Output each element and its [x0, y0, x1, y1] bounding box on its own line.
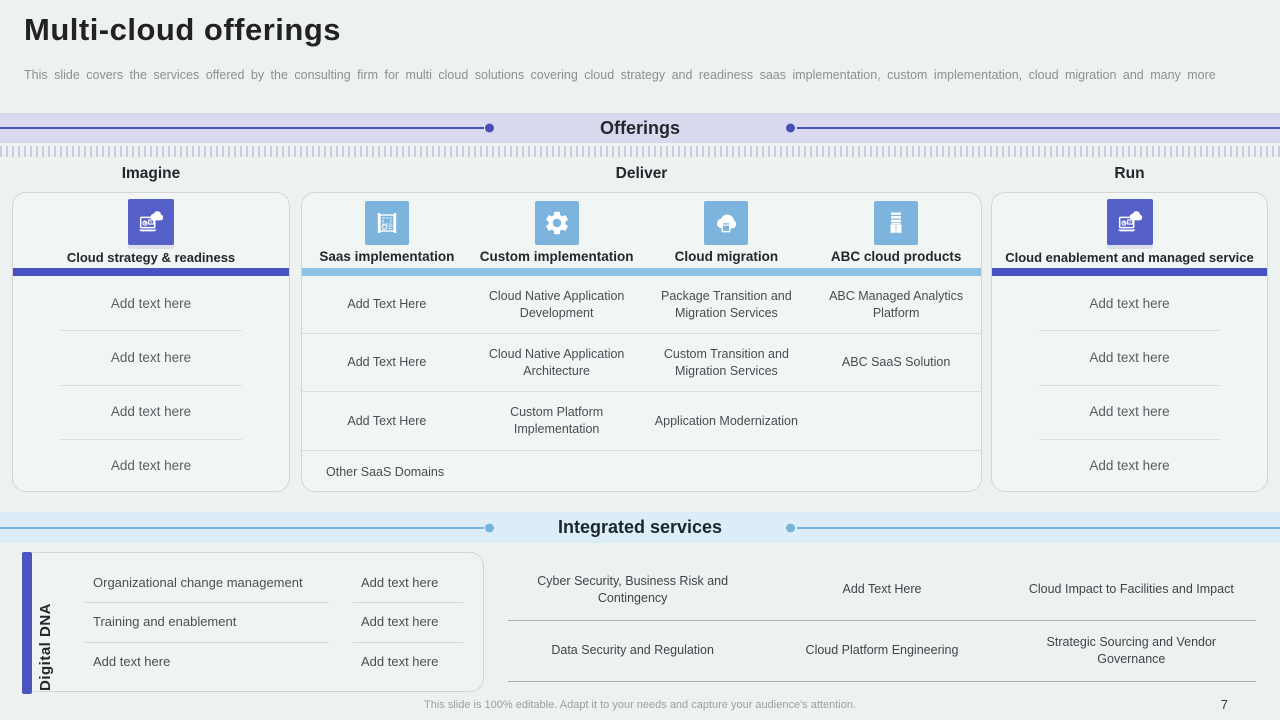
table-cell[interactable]: Package Transition and Migration Service…: [661, 288, 792, 320]
table-row: Data Security and Regulation Cloud Platf…: [508, 621, 1256, 682]
dna-item[interactable]: Organizational change management: [93, 575, 303, 591]
service-column-migration: Cloud migration: [642, 193, 812, 268]
deliver-card: Saas implementation Custom implementatio…: [301, 192, 982, 492]
band-dot: [485, 523, 494, 532]
table-footer-row[interactable]: Other SaaS Domains: [302, 449, 981, 491]
run-card-title: Cloud enablement and managed service: [1005, 250, 1254, 265]
service-column-saas: Saas implementation: [302, 193, 472, 268]
dna-item[interactable]: Training and enablement: [81, 602, 333, 641]
table-cell[interactable]: Cloud Platform Engineering: [805, 643, 959, 658]
band-line: [0, 526, 484, 529]
column-header-run: Run: [1114, 165, 1145, 182]
imagine-row[interactable]: Add text here: [13, 384, 289, 439]
band-dot: [786, 123, 795, 133]
offerings-band-label: Offerings: [599, 117, 680, 138]
table-cell[interactable]: Add Text Here: [842, 582, 922, 597]
table-cell[interactable]: Add Text Here: [347, 413, 427, 428]
accent-bar: [13, 268, 289, 276]
service-column-custom: Custom implementation: [472, 193, 642, 268]
table-cell[interactable]: ABC Managed Analytics Platform: [829, 288, 964, 320]
dna-item[interactable]: Add text here: [349, 641, 467, 681]
page-title: Multi-cloud offerings: [24, 12, 342, 47]
table-cell[interactable]: Add Text Here: [347, 355, 427, 370]
footer-note: This slide is 100% editable. Adapt it to…: [424, 699, 856, 711]
accent-bar: [302, 268, 981, 276]
imagine-row[interactable]: Add text here: [13, 330, 289, 384]
service-label: Cloud migration: [674, 249, 779, 264]
laptop-cloud-icon: [128, 199, 174, 245]
table-cell[interactable]: Custom Transition and Migration Services: [663, 346, 789, 378]
band-dot: [485, 123, 494, 133]
page-number: 7: [1220, 697, 1228, 712]
table-cell[interactable]: Custom Platform Implementation: [510, 405, 604, 436]
table-cell[interactable]: ABC SaaS Solution: [841, 355, 951, 370]
digital-dna-card: Digital DNA Organizational change manage…: [22, 552, 484, 694]
offerings-band: Offerings: [0, 113, 1280, 143]
table-cell[interactable]: Cloud Native Application Development: [488, 288, 625, 320]
service-label: Saas implementation: [319, 249, 455, 264]
table-cell[interactable]: Add Text Here: [347, 297, 427, 312]
service-column-products: ABC cloud products: [811, 193, 981, 268]
table-cell[interactable]: Application Modernization: [654, 413, 798, 428]
run-row[interactable]: Add text here: [992, 438, 1267, 491]
gear-icon: [534, 201, 579, 245]
column-header-imagine: Imagine: [121, 165, 181, 182]
column-header-deliver: Deliver: [615, 165, 668, 182]
product-box-icon: [874, 201, 919, 245]
table-row: Add Text Here Custom Platform Implementa…: [302, 391, 981, 449]
table-row: Add Text Here Cloud Native Application A…: [302, 333, 981, 391]
band-line: [0, 127, 484, 129]
page-subtitle: This slide covers the services offered b…: [24, 68, 1216, 82]
run-row[interactable]: Add text here: [992, 330, 1267, 384]
table-row: Add Text Here Cloud Native Application D…: [302, 276, 981, 333]
imagine-card: Cloud strategy & readiness Add text here…: [12, 192, 290, 492]
band-line: [797, 526, 1280, 529]
blueprint-icon: [364, 201, 409, 245]
accent-bar: [22, 552, 32, 694]
dna-item[interactable]: Add text here: [349, 602, 467, 641]
digital-dna-label: Digital DNA: [37, 603, 54, 691]
run-card: Cloud enablement and managed service Add…: [991, 192, 1268, 492]
imagine-row[interactable]: Add text here: [13, 438, 289, 491]
service-label: Custom implementation: [479, 249, 634, 264]
table-cell[interactable]: Cloud Impact to Facilities and Impact: [1028, 582, 1234, 597]
laptop-cloud-icon: [1106, 199, 1153, 245]
dna-item[interactable]: Add text here: [81, 641, 333, 681]
run-row[interactable]: Add text here: [1089, 295, 1170, 311]
imagine-card-title: Cloud strategy & readiness: [66, 250, 236, 265]
table-cell[interactable]: [811, 392, 981, 449]
integrated-band-label: Integrated services: [557, 517, 723, 537]
service-label: ABC cloud products: [830, 249, 962, 264]
run-row[interactable]: Add text here: [992, 384, 1267, 439]
deliver-table: Add Text Here Cloud Native Application D…: [302, 276, 981, 491]
integrated-services-table: Cyber Security, Business Risk and Contin…: [508, 560, 1256, 682]
integrated-services-band: Integrated services: [0, 512, 1280, 543]
table-row: Cyber Security, Business Risk and Contin…: [508, 560, 1256, 621]
dna-item[interactable]: Add text here: [361, 575, 439, 591]
imagine-row[interactable]: Add text here: [110, 295, 192, 311]
table-cell[interactable]: Cyber Security, Business Risk and Contin…: [537, 573, 729, 606]
tick-divider: [0, 146, 1280, 157]
band-line: [797, 127, 1280, 129]
band-dot: [786, 523, 795, 532]
cloud-box-icon: [704, 201, 749, 245]
accent-bar: [992, 268, 1267, 276]
table-cell[interactable]: Data Security and Regulation: [551, 643, 714, 658]
table-cell[interactable]: Strategic Sourcing and Vendor Governance: [1046, 634, 1217, 667]
table-cell[interactable]: Cloud Native Application Architecture: [488, 346, 625, 378]
